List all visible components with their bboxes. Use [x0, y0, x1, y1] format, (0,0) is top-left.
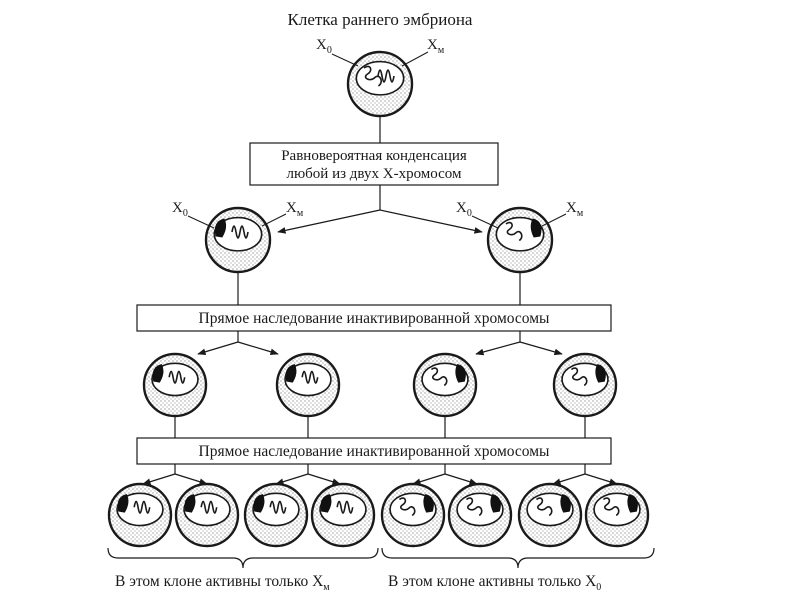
- left-xm-label: Xм: [286, 200, 304, 219]
- cell: [174, 482, 240, 548]
- svg-text:любой из двух Х-хромосом: любой из двух Х-хромосом: [286, 166, 462, 182]
- right-clone-brace: [381, 547, 655, 569]
- svg-text:Xм: Xм: [286, 200, 304, 219]
- diagram-title: Клетка раннего эмбриона: [288, 10, 473, 29]
- box-equal-condensation: Равновероятная конденсация любой из двух…: [249, 142, 499, 186]
- cell: [412, 352, 478, 418]
- cell: [447, 482, 513, 548]
- cell: [584, 482, 650, 548]
- svg-text:X0: X0: [172, 200, 188, 219]
- top-xo-label: X0: [316, 37, 332, 56]
- cell: [346, 50, 414, 118]
- cell: [552, 352, 618, 418]
- svg-text:В этом клоне активны только Хм: В этом клоне активны только Хм: [115, 573, 330, 593]
- cell: [517, 482, 583, 548]
- top-xm-label: Xм: [427, 37, 445, 56]
- cell: [107, 482, 173, 548]
- cell: [275, 352, 341, 418]
- left-clone-brace: [107, 547, 379, 569]
- left-xo-label: X0: [172, 200, 188, 219]
- svg-text:Прямое наследование инактивиро: Прямое наследование инактивированной хро…: [199, 310, 551, 327]
- cell: [142, 352, 208, 418]
- box-direct-inheritance-1: Прямое наследование инактивированной хро…: [136, 304, 612, 332]
- svg-text:В этом клоне активны только Х0: В этом клоне активны только Х0: [388, 573, 601, 593]
- xm-pointer-line: [401, 51, 429, 67]
- cell: [486, 206, 554, 274]
- cell: [380, 482, 446, 548]
- svg-text:Xм: Xм: [427, 37, 445, 56]
- arrow-right-cell: [379, 209, 483, 234]
- clone-right-caption: В этом клоне активны только Х0: [388, 573, 601, 593]
- svg-text:Xм: Xм: [566, 200, 584, 219]
- cells-layer: [107, 50, 650, 548]
- svg-text:Прямое наследование инактивиро: Прямое наследование инактивированной хро…: [199, 443, 551, 460]
- cell: [204, 206, 272, 274]
- svg-text:X0: X0: [456, 200, 472, 219]
- right-xo-label: X0: [456, 200, 472, 219]
- cell: [310, 482, 376, 548]
- clone-left-caption: В этом клоне активны только Хм: [115, 573, 330, 593]
- svg-text:X0: X0: [316, 37, 332, 56]
- right-xm-label: Xм: [566, 200, 584, 219]
- svg-text:Равновероятная конденсация: Равновероятная конденсация: [281, 148, 467, 164]
- cell: [243, 482, 309, 548]
- box-direct-inheritance-2: Прямое наследование инактивированной хро…: [136, 437, 612, 465]
- arrow-left-cell: [277, 209, 381, 234]
